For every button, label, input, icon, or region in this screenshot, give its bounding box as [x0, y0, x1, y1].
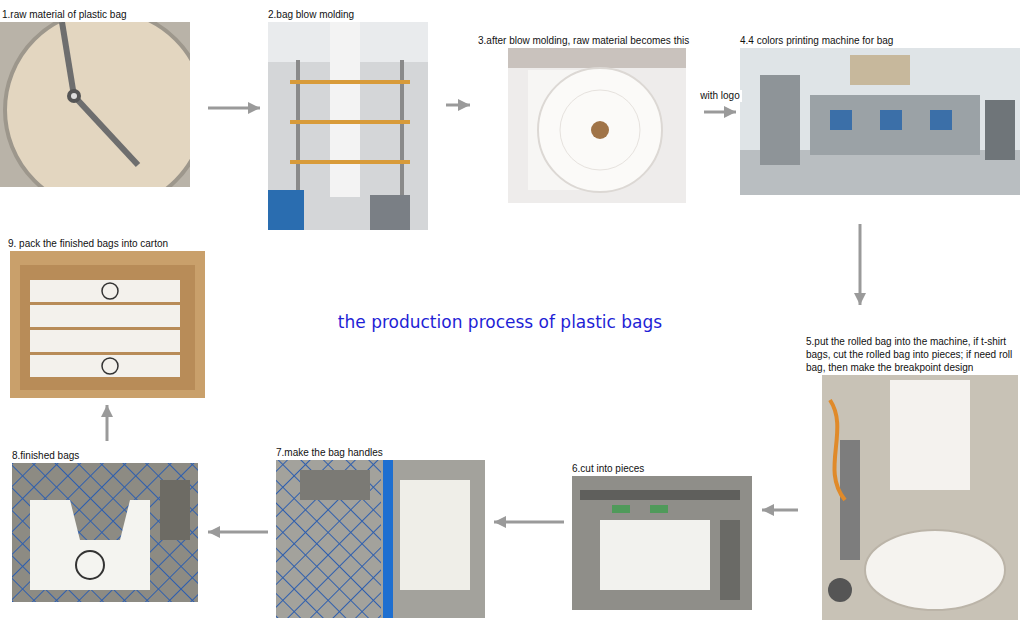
- process-step: 9. pack the finished bags into carton: [8, 237, 208, 397]
- step-photo-area: [10, 250, 205, 397]
- film-roll-photo: [508, 48, 686, 203]
- edge-label: with logo: [698, 90, 741, 102]
- step-caption: 2.bag blow molding: [268, 8, 438, 21]
- cutting-photo: [572, 476, 752, 610]
- handle-making-photo: [276, 460, 485, 618]
- step-caption: 3.after blow molding, raw material becom…: [478, 34, 700, 47]
- blow-molding-photo: [268, 22, 428, 230]
- step-caption: 9. pack the finished bags into carton: [8, 237, 208, 250]
- step-photo-area: [276, 459, 485, 617]
- step-photo-area: [2, 21, 190, 186]
- step-photo-area: [822, 374, 1018, 619]
- step-photo-area: [268, 21, 428, 229]
- raw-material-photo: [0, 22, 190, 187]
- flow-arrow: [446, 104, 470, 107]
- process-step: 7.make the bag handles: [276, 446, 486, 617]
- step-caption: 4.4 colors printing machine for bag: [740, 34, 1020, 47]
- printing-machine-photo: [740, 48, 1020, 195]
- carton-photo: [10, 251, 205, 398]
- flow-arrow: [208, 107, 260, 110]
- process-step: 5.put the rolled bag into the machine, i…: [806, 335, 1018, 619]
- step-photo-area: [740, 47, 1020, 194]
- finished-bags-photo: [12, 463, 198, 602]
- process-step: 8.finished bags: [12, 449, 200, 601]
- process-step: 2.bag blow molding: [268, 8, 438, 229]
- step-caption: 6.cut into pieces: [572, 462, 754, 475]
- flow-arrow: [494, 521, 564, 524]
- bag-machine-photo: [822, 375, 1018, 620]
- step-caption: 8.finished bags: [12, 449, 200, 462]
- flow-arrow: [859, 224, 862, 305]
- step-photo-area: [572, 475, 752, 609]
- step-caption: 5.put the rolled bag into the machine, i…: [806, 335, 1018, 374]
- flow-arrow: [208, 531, 268, 534]
- step-photo-area: [508, 47, 686, 202]
- process-step: 6.cut into pieces: [572, 462, 754, 609]
- step-caption: 7.make the bag handles: [276, 446, 486, 459]
- process-step: 1.raw material of plastic bag: [2, 8, 200, 186]
- step-photo-area: [12, 462, 198, 601]
- flow-arrow: [106, 405, 109, 441]
- step-caption: 1.raw material of plastic bag: [2, 8, 200, 21]
- diagram-title: the production process of plastic bags: [280, 312, 720, 332]
- process-step: 3.after blow molding, raw material becom…: [478, 34, 700, 202]
- flow-arrow: [762, 509, 798, 512]
- flow-arrow: [704, 111, 736, 114]
- process-step: 4.4 colors printing machine for bag: [740, 34, 1020, 194]
